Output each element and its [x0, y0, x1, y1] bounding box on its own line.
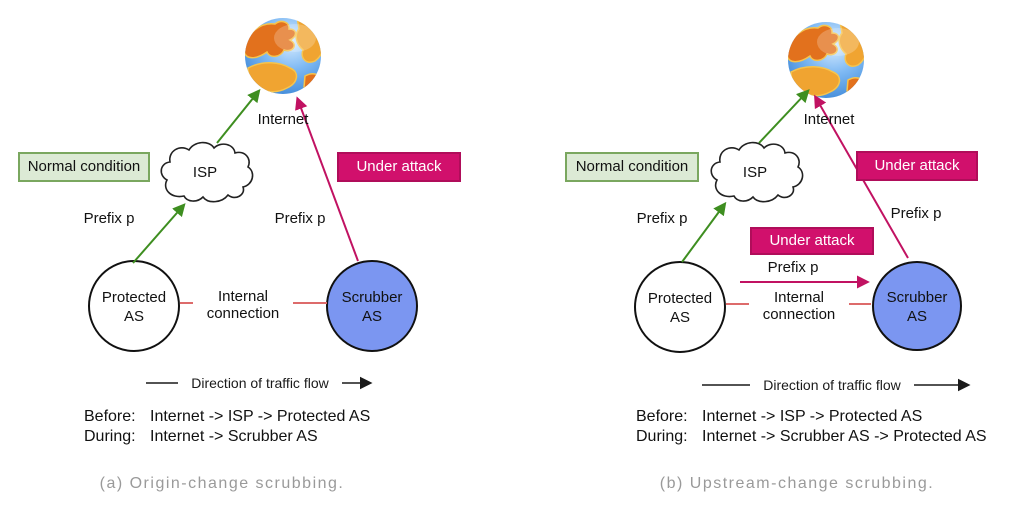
internal-connection-label: Internal connection	[749, 288, 849, 324]
panel-upstream-change: Internet ISP Normal condition Under atta…	[512, 0, 1024, 530]
isp-cloud	[160, 141, 254, 203]
route-during-label: During:	[84, 428, 136, 445]
internet-globe-icon	[788, 22, 864, 98]
direction-of-traffic-label: Direction of traffic flow	[750, 377, 914, 393]
protected-as-label: Protected AS	[647, 290, 713, 326]
scrubber-as-label: Scrubber AS	[341, 289, 403, 325]
under-attack-badge: Under attack	[337, 152, 461, 182]
route-summary: Before: Internet -> ISP -> Protected AS …	[636, 407, 987, 447]
prefix-p-label-attack: Prefix p	[274, 210, 326, 227]
route-during: During: Internet -> Scrubber AS -> Prote…	[636, 427, 987, 447]
prefix-p-label-internal: Prefix p	[767, 259, 819, 276]
route-before: Before: Internet -> ISP -> Protected AS	[84, 407, 370, 427]
panel-origin-change: Internet ISP Normal condition Under atta…	[18, 18, 461, 492]
isp-cloud	[710, 141, 804, 203]
internet-globe-icon	[245, 18, 321, 94]
isp-label: ISP	[192, 164, 218, 181]
attack-route-arrow-scrubber-to-internet	[295, 96, 359, 262]
route-before-label: Before:	[84, 408, 136, 425]
scrubber-as-circle	[326, 260, 418, 352]
panel-caption: (a) Origin-change scrubbing.	[99, 475, 345, 492]
route-summary: Before: Internet -> ISP -> Protected AS …	[84, 407, 370, 447]
internal-connection-label: Internal connection	[193, 287, 293, 323]
isp-label: ISP	[742, 164, 768, 181]
green-route-arrow-protected-to-isp	[132, 203, 186, 264]
route-before: Before: Internet -> ISP -> Protected AS	[636, 407, 987, 427]
scrubber-as-label: Scrubber AS	[886, 289, 948, 325]
route-during-path: Internet -> Scrubber AS	[150, 428, 318, 445]
direction-of-traffic-label: Direction of traffic flow	[178, 375, 342, 391]
panel-caption: (b) Upstream-change scrubbing.	[659, 475, 935, 492]
normal-condition-badge: Normal condition	[18, 152, 150, 182]
protected-as-circle	[634, 261, 726, 353]
prefix-p-label-green: Prefix p	[636, 210, 688, 227]
prefix-p-label-green: Prefix p	[83, 210, 135, 227]
panel-a-graphics	[88, 18, 418, 390]
route-before-path: Internet -> ISP -> Protected AS	[702, 408, 923, 425]
route-during-label: During:	[636, 428, 688, 445]
green-route-arrow-isp-to-internet	[216, 88, 261, 144]
normal-condition-badge: Normal condition	[565, 152, 699, 182]
route-during: During: Internet -> Scrubber AS	[84, 427, 370, 447]
protected-as-label: Protected AS	[101, 289, 167, 325]
under-attack-badge-internal: Under attack	[750, 227, 874, 255]
route-before-path: Internet -> ISP -> Protected AS	[150, 408, 371, 425]
internet-label: Internet	[257, 111, 309, 128]
internet-label: Internet	[803, 111, 855, 128]
green-route-arrow-protected-to-isp	[681, 201, 727, 263]
under-attack-badge: Under attack	[856, 151, 978, 181]
prefix-p-label-attack: Prefix p	[890, 205, 942, 222]
route-before-label: Before:	[636, 408, 688, 425]
green-route-arrow-isp-to-internet	[758, 89, 810, 144]
scrubber-as-circle	[872, 261, 962, 351]
route-during-path: Internet -> Scrubber AS -> Protected AS	[702, 428, 987, 445]
